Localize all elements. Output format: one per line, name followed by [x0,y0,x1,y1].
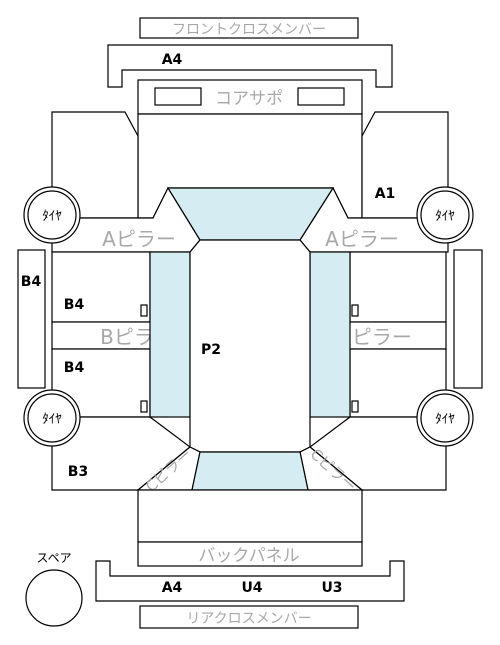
a-pillar-right-label: Aピラー [325,227,399,251]
tire-front-left[interactable]: ﾀｲﾔ [23,186,81,244]
side-sill-left-code: B4 [21,274,42,290]
roof-code: P2 [201,342,221,358]
front-fender-right-code: A1 [375,186,396,202]
rear-bumper-code-a4: A4 [162,580,183,596]
rear-bumper-panel[interactable] [95,560,405,602]
side-glass-left[interactable] [149,251,191,418]
a-pillar-left-label: Aピラー [102,227,176,251]
rear-door-right-handle[interactable] [351,400,359,413]
rear-door-left-handle[interactable] [140,400,148,413]
front-door-left[interactable] [51,251,151,323]
front-door-left-handle[interactable] [140,304,148,317]
side-sill-left[interactable] [17,249,46,389]
back-panel[interactable] [137,541,363,567]
spare-tire-label: スペア [36,551,71,565]
tire-rear-left[interactable]: ﾀｲﾔ [23,389,81,447]
front-cross-member-label: フロントクロスメンバー [172,22,326,38]
tire-rear-right[interactable]: ﾀｲﾔ [416,389,474,447]
front-door-right[interactable] [349,251,447,323]
front-door-left-code: B4 [64,297,85,313]
tire-rear-right-label: ﾀｲﾔ [435,412,455,427]
tire-front-right-label: ﾀｲﾔ [435,209,455,224]
headlight-left[interactable] [154,87,202,106]
rear-quarter-left-code: B3 [68,464,88,480]
rear-bumper-code-u4: U4 [241,580,262,596]
headlight-right[interactable] [297,87,345,106]
side-sill-right[interactable] [453,249,483,389]
side-glass-right[interactable] [309,251,351,418]
spare-tire[interactable] [25,569,83,627]
front-bumper-panel[interactable] [107,44,393,88]
trunk-lid-panel[interactable] [137,489,363,543]
rear-door-left-code: B4 [64,360,85,376]
tire-front-right[interactable]: ﾀｲﾔ [416,186,474,244]
tire-rear-left-label: ﾀｲﾔ [42,412,62,427]
rear-glass[interactable] [191,451,309,491]
front-cross-member-panel[interactable] [139,17,359,39]
rear-cross-member-label: リアクロスメンバー [186,611,311,627]
core-support-label: コアサポ [215,89,283,109]
rear-cross-member-panel[interactable] [139,605,359,629]
back-panel-label: バックパネル [198,546,299,566]
tire-front-left-label: ﾀｲﾔ [42,209,62,224]
front-door-right-handle[interactable] [351,304,359,317]
front-bumper-code: A4 [162,52,183,68]
rear-bumper-code-u3: U3 [321,580,342,596]
